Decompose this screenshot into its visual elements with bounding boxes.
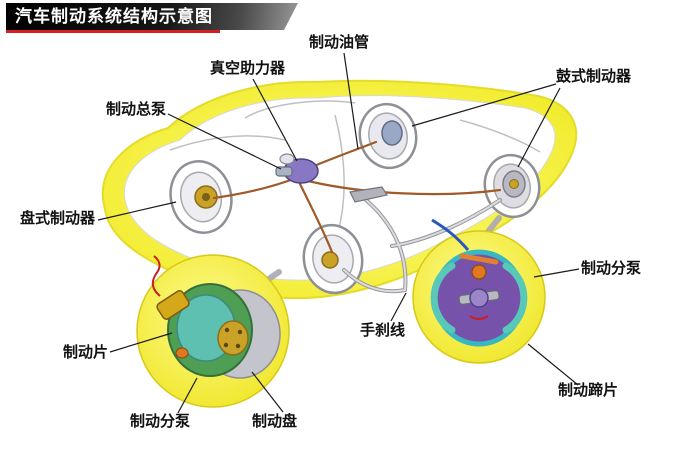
leader-lines (97, 52, 580, 414)
label-brake-shoe: 制动蹄片 (558, 382, 619, 399)
disc-brake-inset (136, 254, 290, 408)
sensor-wire (151, 255, 161, 297)
master-cylinder-part (275, 166, 293, 177)
hub-flange (217, 320, 249, 356)
drum-brake-front (381, 120, 403, 146)
brake-caliper-part (156, 290, 190, 320)
page-title: 汽车制动系统结构示意图 (15, 7, 213, 26)
label-brake-wheel-cylinder-right: 制动分泵 (581, 260, 642, 277)
brake-shoe-right (502, 262, 528, 334)
label-handbrake-cable: 手刹线 (360, 322, 406, 339)
master-cylinder-assembly (275, 153, 388, 203)
drum-brake-inset (412, 218, 546, 364)
title-banner: 汽车制动系统结构示意图 (6, 3, 298, 30)
label-brake-pad: 制动片 (63, 344, 109, 361)
label-drum-brake: 鼓式制动器 (556, 68, 632, 85)
handbrake-cable-part (431, 218, 470, 251)
wheel-front-right (358, 102, 418, 170)
handbrake-lever (349, 186, 388, 203)
brake-shoe-left (430, 262, 456, 334)
label-brake-wheel-cylinder-left: 制动分泵 (130, 413, 191, 430)
label-brake-master-cylinder: 制动总泵 (106, 101, 167, 118)
wheel-front-left (169, 160, 233, 234)
wheel-cylinder-part (471, 264, 487, 280)
label-brake-disc: 制动盘 (252, 413, 298, 430)
handbrake-cable-line (342, 198, 502, 294)
label-vacuum-booster: 真空助力器 (210, 60, 286, 77)
title-accent-line (6, 30, 220, 33)
label-brake-oil-pipe: 制动油管 (309, 34, 370, 51)
car-sketch-lines (169, 100, 541, 233)
label-disc-brake: 盘式制动器 (20, 210, 96, 227)
